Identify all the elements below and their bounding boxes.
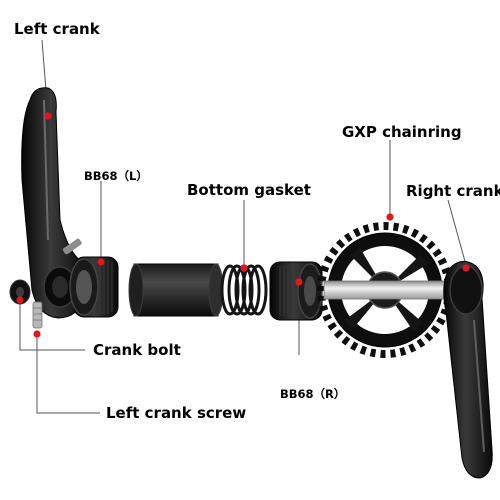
marker-gxp-chainring [386, 213, 394, 221]
marker-crank-bolt [16, 296, 24, 304]
right-crank-arm [443, 261, 493, 479]
label-left-crank: Left crank [14, 20, 100, 38]
label-crank-bolt: Crank bolt [93, 341, 181, 359]
marker-left-crank [44, 112, 52, 120]
leader-left-crank-screw [36, 334, 100, 414]
left-crank-arm [21, 87, 87, 319]
label-left-crank-screw: Left crank screw [106, 404, 247, 422]
leader-crank-bolt [19, 300, 85, 351]
bb68-left-cup [69, 256, 119, 318]
label-gxp-chainring: GXP chainring [342, 123, 462, 141]
marker-right-crank [462, 264, 470, 272]
spindle-axle [323, 280, 457, 300]
marker-bb68-right [295, 278, 303, 286]
marker-bb68-left [97, 258, 105, 266]
leader-right-crank [447, 199, 467, 266]
label-bottom-gasket: Bottom gasket [187, 181, 311, 199]
crank-bolt [9, 279, 31, 305]
label-right-crank: Right crank [406, 182, 500, 200]
leader-lines [19, 39, 467, 414]
marker-bottom-gasket [240, 264, 248, 272]
bottom-gasket [220, 264, 268, 316]
marker-left-crank-screw [33, 330, 41, 338]
label-bb68-right: BB68（R） [280, 387, 346, 401]
label-bb68-left: BB68（L） [84, 169, 148, 183]
red-markers [16, 112, 470, 338]
left-crank-screw [32, 301, 43, 329]
bb68-right-cup [269, 261, 323, 321]
bb-sleeve [128, 263, 224, 317]
